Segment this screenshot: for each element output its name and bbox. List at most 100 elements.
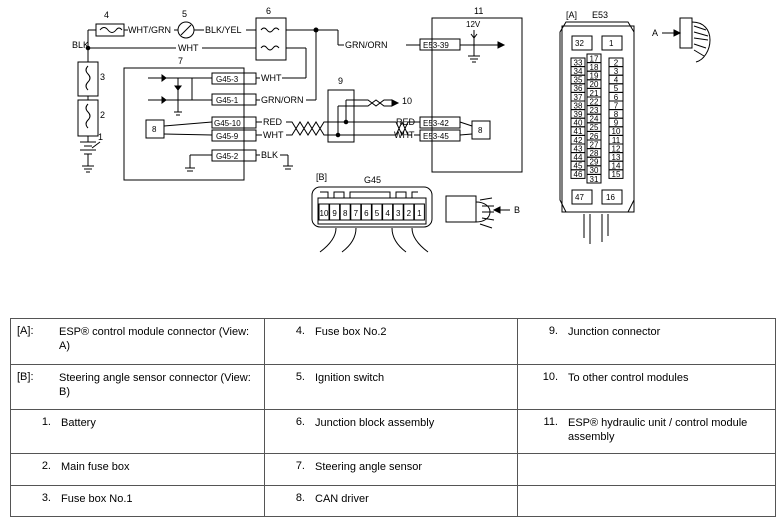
e53-pin-cell bbox=[570, 169, 586, 179]
legend-item-number: 2. bbox=[41, 460, 51, 473]
e53-pin-number: 29 bbox=[590, 158, 599, 167]
connector-e53-view: [A] E53 32 1 333435363738394041424344454… bbox=[559, 10, 711, 244]
legend-item-text: Fuse box No.1 bbox=[61, 492, 133, 505]
e53-pin-number: 45 bbox=[574, 162, 583, 171]
e53-pin-number: 23 bbox=[590, 106, 599, 115]
e53-pin-number: 3 bbox=[614, 67, 619, 76]
legend-cell: 11. ESP® hydraulic unit / control module … bbox=[517, 409, 776, 455]
can-driver-right bbox=[471, 120, 491, 140]
legend-cell bbox=[517, 453, 776, 486]
wire-label-wht-g45-3: WHT bbox=[261, 73, 282, 83]
wire-label-blk-top: BLK bbox=[72, 40, 89, 50]
g45-pin-number: 3 bbox=[396, 209, 401, 218]
legend-row: [A]: ESP® control module connector (View:… bbox=[10, 318, 776, 365]
e53-pin-number: 31 bbox=[590, 175, 599, 184]
e53-pin-number: 10 bbox=[612, 127, 621, 136]
e53-pin-number: 9 bbox=[614, 119, 619, 128]
legend-item-text: To other control modules bbox=[568, 371, 689, 384]
g45-pin-cell bbox=[360, 203, 372, 221]
e53-pin-number: 8 bbox=[614, 110, 619, 119]
wire-label-blk-g45-2: BLK bbox=[261, 150, 278, 160]
g45-pin-number: 8 bbox=[343, 209, 348, 218]
legend-cell: 1.Battery bbox=[10, 409, 265, 455]
g45-pin-cell bbox=[318, 203, 330, 221]
wire-label-blk-yel: BLK/YEL bbox=[205, 25, 242, 35]
e53-pin-number: 34 bbox=[574, 67, 583, 76]
e53-pin-number: 26 bbox=[590, 132, 599, 141]
legend-item-text: Junction connector bbox=[568, 326, 661, 338]
e53-pin-number: 37 bbox=[574, 93, 583, 102]
legend-item-number: 7. bbox=[295, 460, 305, 473]
wire-label-red-left: RED bbox=[263, 117, 283, 127]
pin-1: 1 bbox=[609, 39, 614, 48]
legend-item-number: 11. bbox=[543, 416, 558, 429]
wire-label-wht-grn: WHT/GRN bbox=[128, 25, 171, 35]
legend-item-number: 4. bbox=[295, 325, 305, 337]
legend-item-number: 10. bbox=[542, 370, 558, 383]
callout-4: 4 bbox=[104, 10, 109, 20]
connector-g45-name: G45 bbox=[364, 175, 381, 185]
ignition-switch-symbol bbox=[177, 21, 195, 39]
e53-pin-number: 18 bbox=[590, 63, 599, 72]
view-label-b: [B] bbox=[316, 172, 327, 182]
legend-item-number: [B]: bbox=[17, 370, 34, 383]
legend-item-number: [A]: bbox=[17, 325, 34, 337]
g45-pin-number: 2 bbox=[407, 209, 412, 218]
e53-pin-number: 25 bbox=[590, 123, 599, 132]
callout-9: 9 bbox=[338, 76, 343, 86]
g45-pin-number: 7 bbox=[354, 209, 359, 218]
battery-symbol bbox=[80, 141, 101, 173]
callout-2: 2 bbox=[100, 110, 105, 120]
e53-pin-number: 27 bbox=[590, 140, 599, 149]
callout-10: 10 bbox=[402, 96, 412, 106]
legend-cell: 9.Junction connector bbox=[517, 318, 776, 365]
voltage-label: 12V bbox=[466, 20, 481, 29]
legend-item-number: 3. bbox=[41, 491, 51, 504]
terminal-label-e53-39: E53-39 bbox=[423, 41, 449, 50]
e53-pin-number: 6 bbox=[614, 93, 619, 102]
legend-item-text: ESP® hydraulic unit / control module ass… bbox=[568, 417, 748, 444]
e53-pin-number: 28 bbox=[590, 149, 599, 158]
view-label-a: [A] bbox=[566, 10, 577, 20]
legend-cell: 5. Ignition switch bbox=[264, 363, 518, 411]
callout-3: 3 bbox=[100, 72, 105, 82]
can-driver-left bbox=[145, 119, 165, 139]
terminal-label-g45-2: G45-2 bbox=[216, 152, 239, 161]
legend-item-text: ESP® control module connector (View: A) bbox=[59, 326, 250, 352]
esp-hydraulic-unit-box bbox=[431, 17, 523, 173]
wire-label-red-right: RED bbox=[396, 117, 416, 127]
g45-pin-cell bbox=[382, 203, 394, 221]
g45-pin-cell bbox=[350, 203, 362, 221]
pin-47: 47 bbox=[575, 193, 584, 202]
g45-pin-number: 5 bbox=[375, 209, 380, 218]
g45-pin-number: 6 bbox=[364, 209, 369, 218]
legend-item-text: Main fuse box bbox=[61, 461, 130, 474]
wire-label-wht-right: WHT bbox=[394, 130, 415, 140]
legend-cell: 6.Junction block assembly bbox=[264, 409, 518, 455]
legend-item-text: Ignition switch bbox=[315, 371, 385, 384]
e53-pin-number: 2 bbox=[614, 58, 619, 67]
callout-1: 1 bbox=[98, 132, 103, 142]
e53-pin-number: 4 bbox=[614, 76, 619, 85]
legend-item-number: 8. bbox=[295, 491, 305, 504]
legend-row: [B]: Steering angle sensor connector (Vie… bbox=[10, 363, 776, 411]
e53-pin-number: 22 bbox=[590, 97, 599, 106]
sensor-internal-circuit bbox=[148, 74, 212, 116]
terminal-label-e53-45: E53-45 bbox=[423, 132, 449, 141]
legend-row: 3. Fuse box No.1 8. CAN driver bbox=[10, 484, 776, 517]
g45-pin-cell bbox=[329, 203, 341, 221]
callout-8-right: 8 bbox=[478, 126, 483, 135]
junction-connector-box bbox=[327, 89, 355, 143]
e53-pin-cell bbox=[608, 169, 624, 179]
legend-item-text: CAN driver bbox=[315, 492, 369, 505]
g45-pin-number: 4 bbox=[385, 209, 390, 218]
junction-block-symbol bbox=[255, 17, 287, 61]
legend-item-text: Steering angle sensor connector (View: B… bbox=[59, 371, 251, 398]
legend-item-number: 5. bbox=[295, 370, 305, 383]
main-fuse-box-symbol bbox=[77, 99, 99, 137]
legend-item-text: Junction block assembly bbox=[315, 417, 435, 430]
callout-11: 11 bbox=[474, 6, 483, 16]
legend-cell bbox=[517, 484, 776, 517]
